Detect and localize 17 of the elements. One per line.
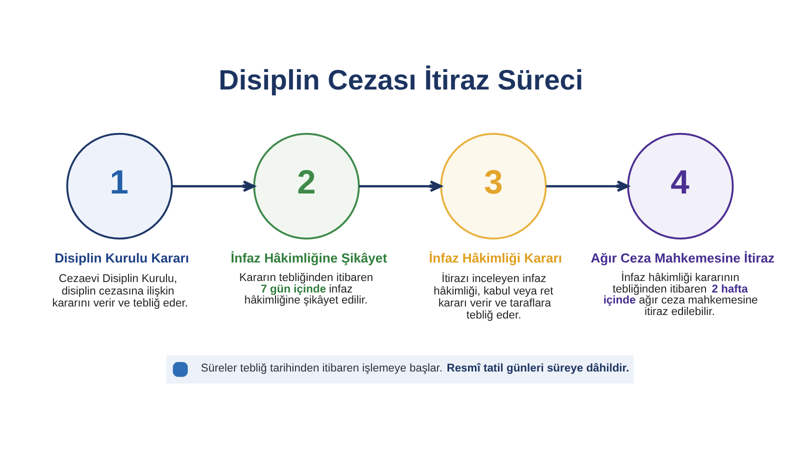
node-circle: 1 <box>66 132 173 240</box>
node-label: İtirazı inceleyen infaz hâkimliği, kabul veya ret kararı verir ve taraflara tebliğ eder. <box>434 273 554 322</box>
node-label: Ağır Ceza Mahkemesine İtiraz <box>590 250 775 266</box>
node-label: İnfaz Hâkimliği Kararı <box>428 250 562 266</box>
node-label: İnfaz Hâkimliğine Şikâyet <box>230 250 388 266</box>
node-label: Cezaevi Disiplin Kurulu, disiplin cezasına ilişkin kararını verir ve tebliğ eder. <box>52 273 188 310</box>
label: Süreler tebliğ tarihinden itibaren işlemeye başlar. Resmî tatil günleri süreye dâhildir. <box>200 362 630 374</box>
node-circle: 3 <box>440 132 547 240</box>
node-circle: 2 <box>253 132 360 240</box>
node-label: İnfaz hâkimliği kararının tebliğinden itibaren 2 hafta içinde ağır ceza mahkemesine itiraz edilebilir. <box>603 272 758 318</box>
arrow <box>172 180 256 192</box>
arrow <box>546 180 630 192</box>
node-label: Disiplin Kurulu Kararı <box>54 250 190 266</box>
node-circle: 4 <box>627 132 734 240</box>
arrow <box>359 180 442 192</box>
diagram-title: Disiplin Cezası İtiraz Süreci <box>218 64 584 96</box>
node-label: Kararın tebliğinden itibaren 7 gün içinde infaz hâkimliğine şikâyet edilir. <box>239 272 374 307</box>
